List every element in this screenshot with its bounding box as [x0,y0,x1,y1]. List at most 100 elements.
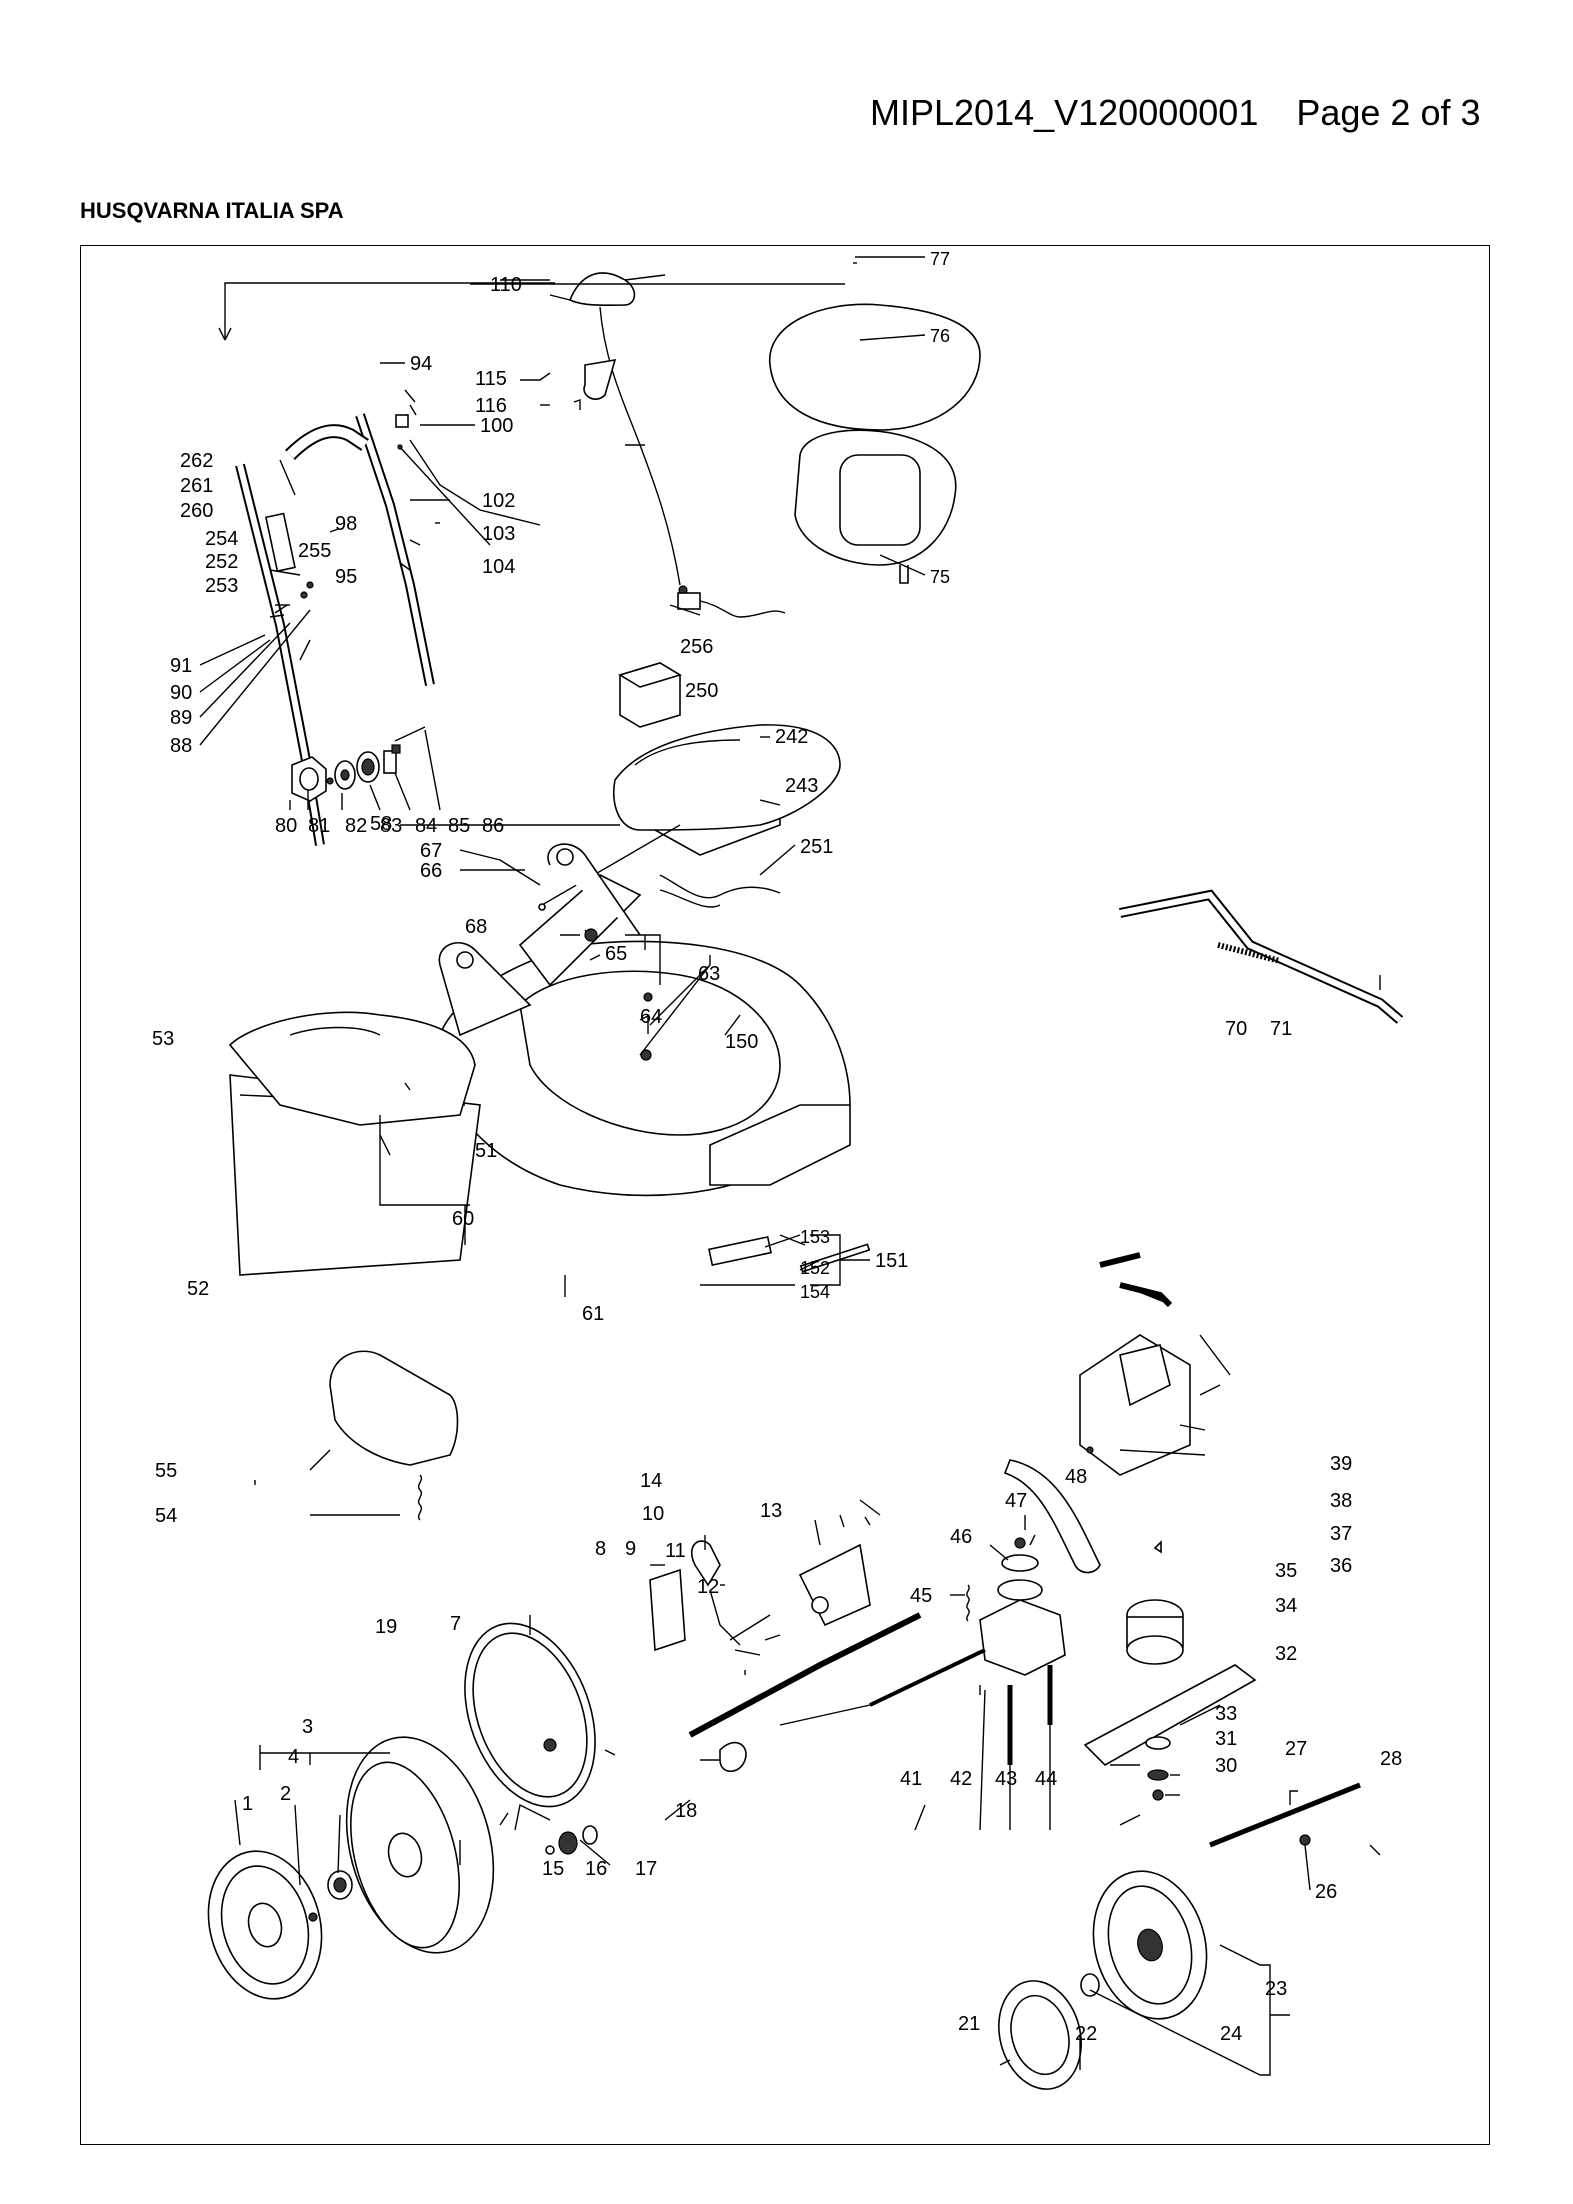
callout-15: 15 [542,1858,564,1880]
callout-12: 12 [697,1576,719,1598]
callout-39: 39 [1330,1453,1352,1475]
callout-110: 110 [490,274,522,296]
callout-14: 14 [640,1470,662,1492]
callout-77: 77 [930,249,950,269]
callout-81: 81 [308,815,330,837]
callout-76: 76 [930,326,950,346]
callout-44: 44 [1035,1768,1057,1790]
callout-65: 65 [605,943,627,965]
callout-98: 98 [335,513,357,535]
callout-75: 75 [930,567,950,587]
mulch-inserts [1079,1252,1191,1476]
callout-80: 80 [275,815,297,837]
callout-115: 115 [475,368,507,390]
callout-103: 103 [482,523,515,545]
callout-89: 89 [170,707,192,729]
callout-4: 4 [288,1746,299,1768]
callout-43: 43 [995,1768,1017,1790]
callout-102: 102 [482,490,515,512]
document-id: MIPL2014_V120000001 [870,92,1259,133]
cable-103 [397,444,491,546]
front-axle-27 [1209,1782,1361,1848]
callout-labels: 110 77 76 75 115 116 94 100 102 103 104 … [152,249,1402,2045]
callout-1: 1 [242,1793,253,1815]
diagram-frame [80,245,1490,2145]
safety-handle-110 [549,272,688,595]
callout-104: 104 [482,556,515,578]
callout-26: 26 [1315,1881,1337,1903]
callout-252: 252 [205,551,238,573]
callout-27: 27 [1285,1738,1307,1760]
gearbox-assembly [869,1459,1101,1765]
callout-86: 86 [482,815,504,837]
callout-52: 52 [187,1278,209,1300]
callout-255: 255 [298,540,331,562]
cable-102 [409,439,541,526]
callout-261: 261 [180,475,213,497]
callout-31: 31 [1215,1728,1237,1750]
mower-deck-63 [438,843,851,1197]
callout-88: 88 [170,735,192,757]
callout-251: 251 [800,836,833,858]
callout-24: 24 [1220,2023,1242,2045]
callout-58: 58 [370,813,392,835]
engine-75 [769,303,981,584]
wheel-cap-1 [207,1850,323,2000]
callout-11: 11 [665,1540,686,1562]
callout-68: 68 [465,916,487,938]
callout-254: 254 [205,528,238,550]
front-wheel-23 [998,1870,1208,2090]
callout-28: 28 [1380,1748,1402,1770]
rear-axle-13 [688,1514,922,1738]
callout-243: 243 [785,775,818,797]
callout-94: 94 [410,353,432,375]
callout-71: 71 [1270,1018,1292,1040]
callout-55: 55 [155,1460,177,1482]
callout-60: 60 [452,1208,474,1230]
callout-84: 84 [415,815,437,837]
callout-151: 151 [875,1250,908,1272]
callout-85: 85 [448,815,470,837]
callout-253: 253 [205,575,238,597]
callout-36: 36 [1330,1555,1352,1577]
callout-2: 2 [280,1783,291,1805]
exploded-parts-diagram: 110 77 76 75 115 116 94 100 102 103 104 … [152,249,1404,2090]
callout-45: 45 [910,1585,932,1607]
callout-83: 83 [380,815,402,837]
callout-150: 150 [725,1031,758,1053]
callout-100: 100 [480,415,513,437]
company-name: HUSQVARNA ITALIA SPA [80,198,344,223]
callout-61: 61 [582,1303,604,1325]
cutting-blade-32 [1083,1540,1257,1801]
rear-cover-58 [538,724,841,911]
rear-wheel-3 [327,1736,495,1954]
mulching-plug-55 [329,1350,459,1466]
callout-48: 48 [1065,1466,1087,1488]
callout-34: 34 [1275,1595,1297,1617]
callout-18: 18 [675,1800,697,1822]
callout-9: 9 [625,1538,636,1560]
callout-63: 63 [698,963,720,985]
callout-47: 47 [1005,1490,1027,1512]
callout-154: 154 [800,1282,830,1302]
callout-23: 23 [1265,1978,1287,2000]
callout-66: 66 [420,860,442,882]
callout-95: 95 [335,566,357,588]
callout-260: 260 [180,500,213,522]
callout-19: 19 [375,1616,397,1638]
callout-3: 3 [302,1716,313,1738]
callout-46: 46 [950,1526,972,1548]
callout-242: 242 [775,726,808,748]
callout-250: 250 [685,680,718,702]
page-indicator: Page 2 of 3 [1296,92,1481,133]
callout-64: 64 [640,1006,662,1028]
callout-10: 10 [642,1503,664,1525]
document-header: MIPL2014_V120000001 Page 2 of 3 [870,92,1481,134]
drive-control-parts [649,1540,871,1726]
callout-70: 70 [1225,1018,1247,1040]
callout-37: 37 [1330,1523,1352,1545]
callout-8: 8 [595,1538,606,1560]
callout-152: 152 [800,1258,830,1278]
callout-116: 116 [475,395,507,417]
callout-256: 256 [680,636,713,658]
